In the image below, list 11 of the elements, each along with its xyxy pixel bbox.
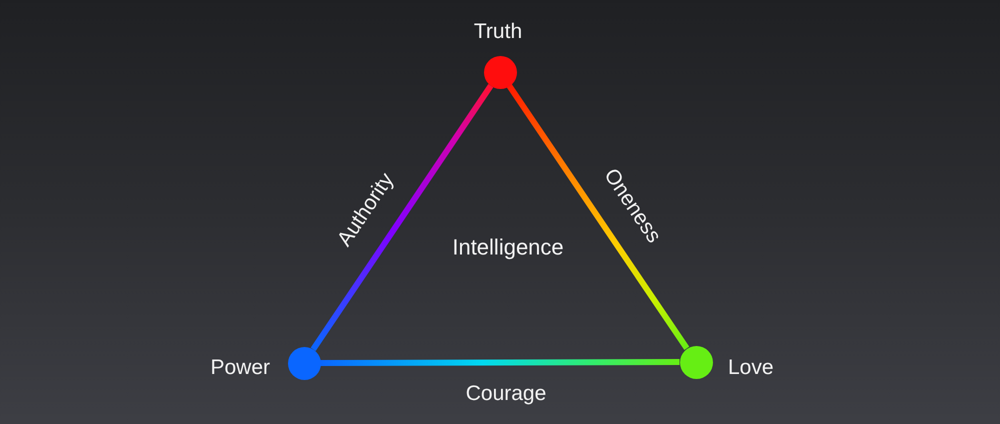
center-label: Intelligence — [452, 234, 564, 260]
node-label: Power — [210, 356, 270, 380]
node-circle — [288, 346, 320, 380]
node-circle — [484, 56, 516, 88]
connector-line — [310, 84, 494, 351]
edge-label: Courage — [466, 382, 546, 406]
node-label: Love — [728, 356, 774, 380]
connector-line — [320, 359, 680, 366]
node-label: Truth — [474, 20, 522, 44]
connector-line — [506, 84, 690, 350]
node-circle — [680, 346, 712, 378]
